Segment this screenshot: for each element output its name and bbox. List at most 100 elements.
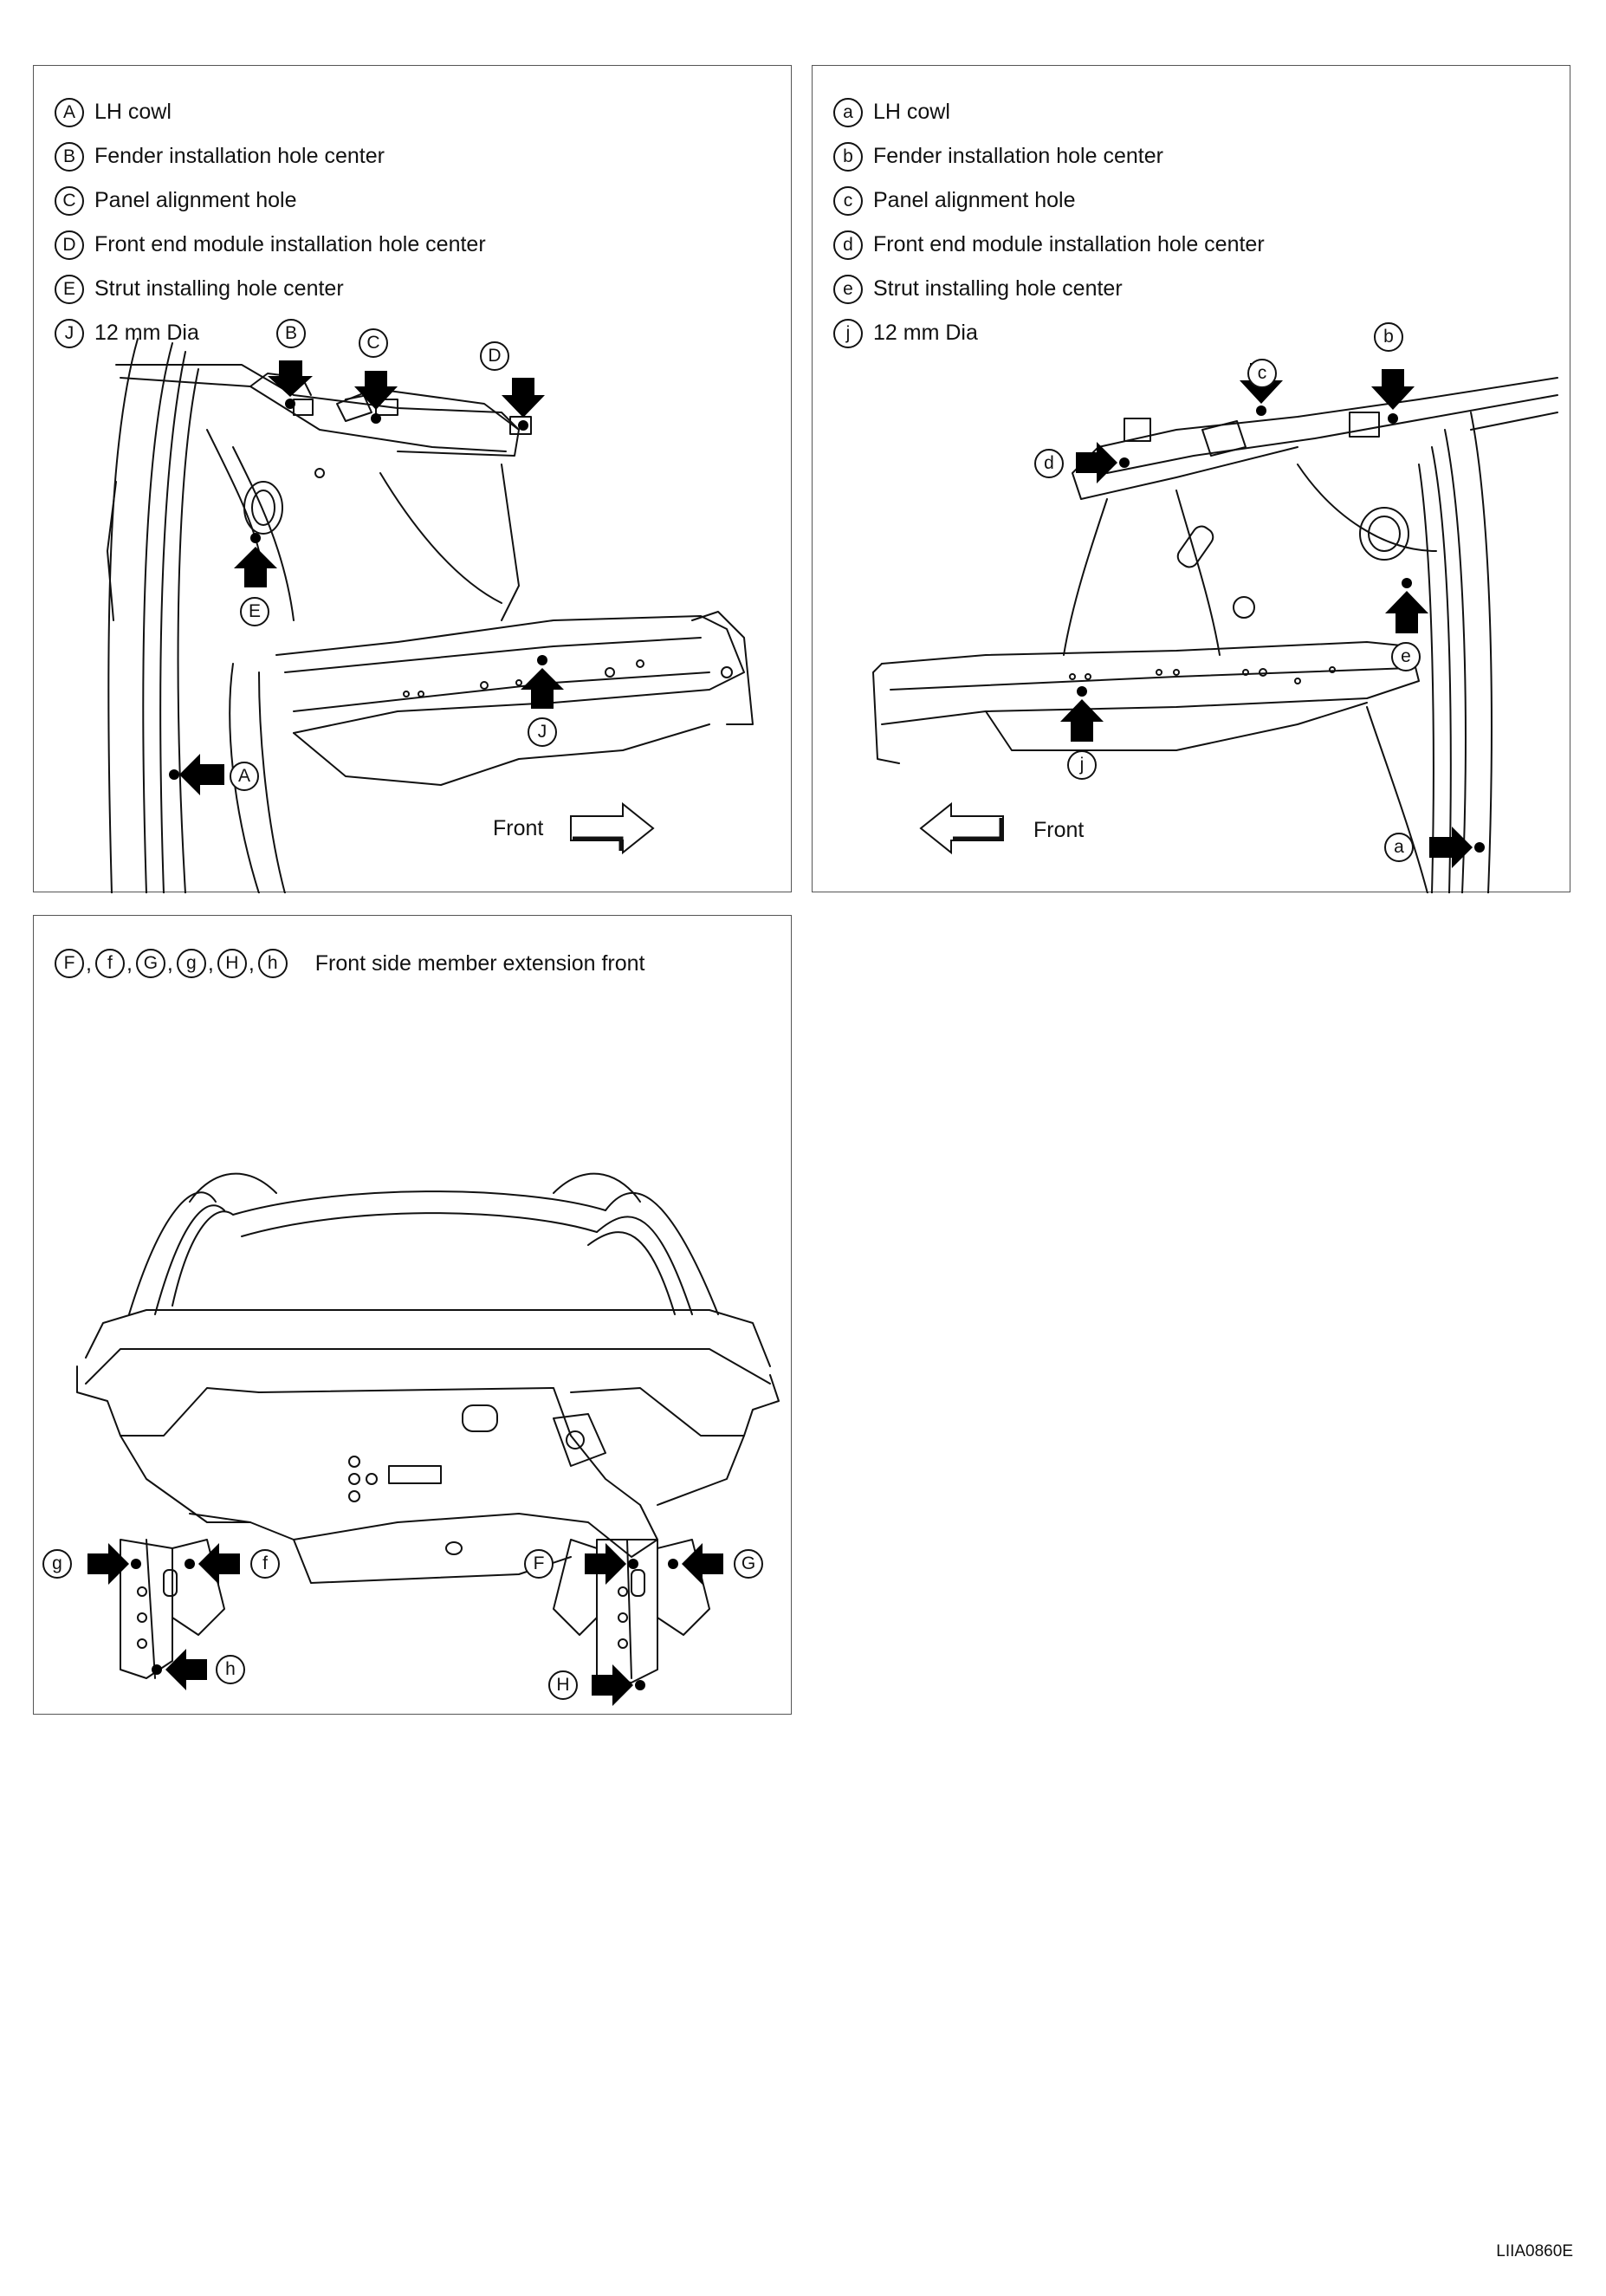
legend-item-strut-hole: e Strut installing hole center <box>833 267 1265 311</box>
arrow-left-f <box>198 1543 240 1585</box>
point-b-dot <box>1388 413 1398 424</box>
legend-text: Strut installing hole center <box>94 276 344 301</box>
front-direction-arrow <box>570 801 655 855</box>
legend-text: LH cowl <box>873 100 950 124</box>
figure-code: LIIA0860E <box>1496 2242 1573 2260</box>
arrow-left-a <box>179 754 224 795</box>
point-g-dot <box>131 1559 141 1569</box>
legend-item-strut-hole: E Strut installing hole center <box>55 267 486 311</box>
callout-h: h <box>216 1655 245 1684</box>
arrow-down-b <box>1371 369 1415 410</box>
callout-F: F <box>524 1549 554 1579</box>
point-f-dot <box>185 1559 195 1569</box>
legend-text: Strut installing hole center <box>873 276 1123 301</box>
legend-item-panel-alignment: c Panel alignment hole <box>833 178 1265 223</box>
legend-letter: B <box>55 141 84 172</box>
left-diagram-panel: A LH cowl B Fender installation hole cen… <box>33 65 792 893</box>
legend-text: Panel alignment hole <box>94 188 297 212</box>
callout-d: D <box>480 341 509 371</box>
legend-letter: a <box>833 97 863 127</box>
point-F-dot <box>628 1559 638 1569</box>
right-legend: a LH cowl b Fender installation hole cen… <box>833 90 1265 355</box>
point-G-dot <box>668 1559 678 1569</box>
arrow-up-j <box>521 668 564 709</box>
point-H-dot <box>635 1680 645 1690</box>
point-b-dot <box>285 399 295 409</box>
legend-text: Panel alignment hole <box>873 188 1076 212</box>
arrow-down-b <box>268 360 313 397</box>
legend-item-12mm-dia: J 12 mm Dia <box>55 311 486 355</box>
bottom-diagram-panel: F, f, G, g, H, h Front side member exten… <box>33 915 792 1715</box>
ref-letter-H: H <box>217 949 247 978</box>
reference-text: Front side member extension front <box>314 950 645 976</box>
legend-text: Front end module installation hole cente… <box>94 232 486 256</box>
legend-text: 12 mm Dia <box>94 321 199 345</box>
arrow-up-j <box>1060 699 1104 742</box>
right-diagram-panel: a LH cowl b Fender installation hole cen… <box>812 65 1570 893</box>
arrow-left-h <box>165 1649 207 1690</box>
callout-b: b <box>1374 322 1403 352</box>
legend-text: LH cowl <box>94 100 172 124</box>
arrow-left-G <box>682 1543 723 1585</box>
legend-item-fender-hole: b Fender installation hole center <box>833 134 1265 178</box>
ref-letter-h: h <box>257 949 288 978</box>
legend-text: Fender installation hole center <box>873 144 1163 168</box>
callout-d: d <box>1034 449 1064 478</box>
arrow-right-H <box>592 1664 633 1706</box>
point-j-dot <box>1077 686 1087 697</box>
front-label: Front <box>1033 818 1085 842</box>
point-j-dot <box>537 655 547 665</box>
callout-G: G <box>734 1549 763 1579</box>
callout-b: B <box>276 319 306 348</box>
arrow-down-c <box>354 371 398 410</box>
point-a-dot <box>1474 842 1485 853</box>
legend-item-front-end-module: D Front end module installation hole cen… <box>55 223 486 267</box>
callout-g: g <box>42 1549 72 1579</box>
legend-letter: j <box>833 318 863 348</box>
front-label: Front <box>493 816 544 840</box>
legend-letter: D <box>55 230 84 260</box>
legend-item-lh-cowl: a LH cowl <box>833 90 1265 134</box>
legend-letter: E <box>55 274 84 304</box>
reference-legend: F, f, G, g, H, h Front side member exten… <box>55 949 645 978</box>
legend-item-fender-hole: B Fender installation hole center <box>55 134 486 178</box>
legend-letter: A <box>55 97 84 127</box>
arrow-right-g <box>87 1543 129 1585</box>
ref-letter-G: G <box>135 949 165 978</box>
ref-letter-F: F <box>55 949 84 978</box>
arrow-right-F <box>585 1543 626 1585</box>
legend-text: Fender installation hole center <box>94 144 385 168</box>
callout-j: J <box>528 717 557 747</box>
arrow-up-e <box>234 547 277 587</box>
arrow-down-d <box>502 378 545 418</box>
point-d-dot <box>1119 457 1130 468</box>
callout-e: E <box>240 597 269 626</box>
legend-letter: b <box>833 141 863 172</box>
callout-a: a <box>1384 833 1414 862</box>
point-a-dot <box>169 769 179 780</box>
legend-item-12mm-dia: j 12 mm Dia <box>833 311 1265 355</box>
callout-H: H <box>548 1670 578 1700</box>
callout-e: e <box>1391 642 1421 671</box>
point-d-dot <box>518 420 528 431</box>
legend-text: 12 mm Dia <box>873 321 978 345</box>
front-end-drawing <box>76 1172 780 1706</box>
legend-letter: C <box>55 185 84 216</box>
front-direction-arrow <box>919 801 1004 855</box>
point-h-dot <box>152 1664 162 1675</box>
legend-letter: e <box>833 274 863 304</box>
legend-item-panel-alignment: C Panel alignment hole <box>55 178 486 223</box>
callout-a: A <box>230 762 259 791</box>
legend-item-lh-cowl: A LH cowl <box>55 90 486 134</box>
legend-text: Front end module installation hole cente… <box>873 232 1265 256</box>
point-c-dot <box>1256 405 1266 416</box>
callout-j: j <box>1067 750 1097 780</box>
callout-c: C <box>359 328 388 358</box>
point-e-dot <box>250 533 261 543</box>
legend-letter: J <box>55 318 84 348</box>
callout-c: c <box>1247 359 1277 388</box>
legend-item-front-end-module: d Front end module installation hole cen… <box>833 223 1265 267</box>
ref-letter-g: g <box>176 949 206 978</box>
legend-letter: c <box>833 185 863 216</box>
left-body-drawing <box>107 338 754 893</box>
